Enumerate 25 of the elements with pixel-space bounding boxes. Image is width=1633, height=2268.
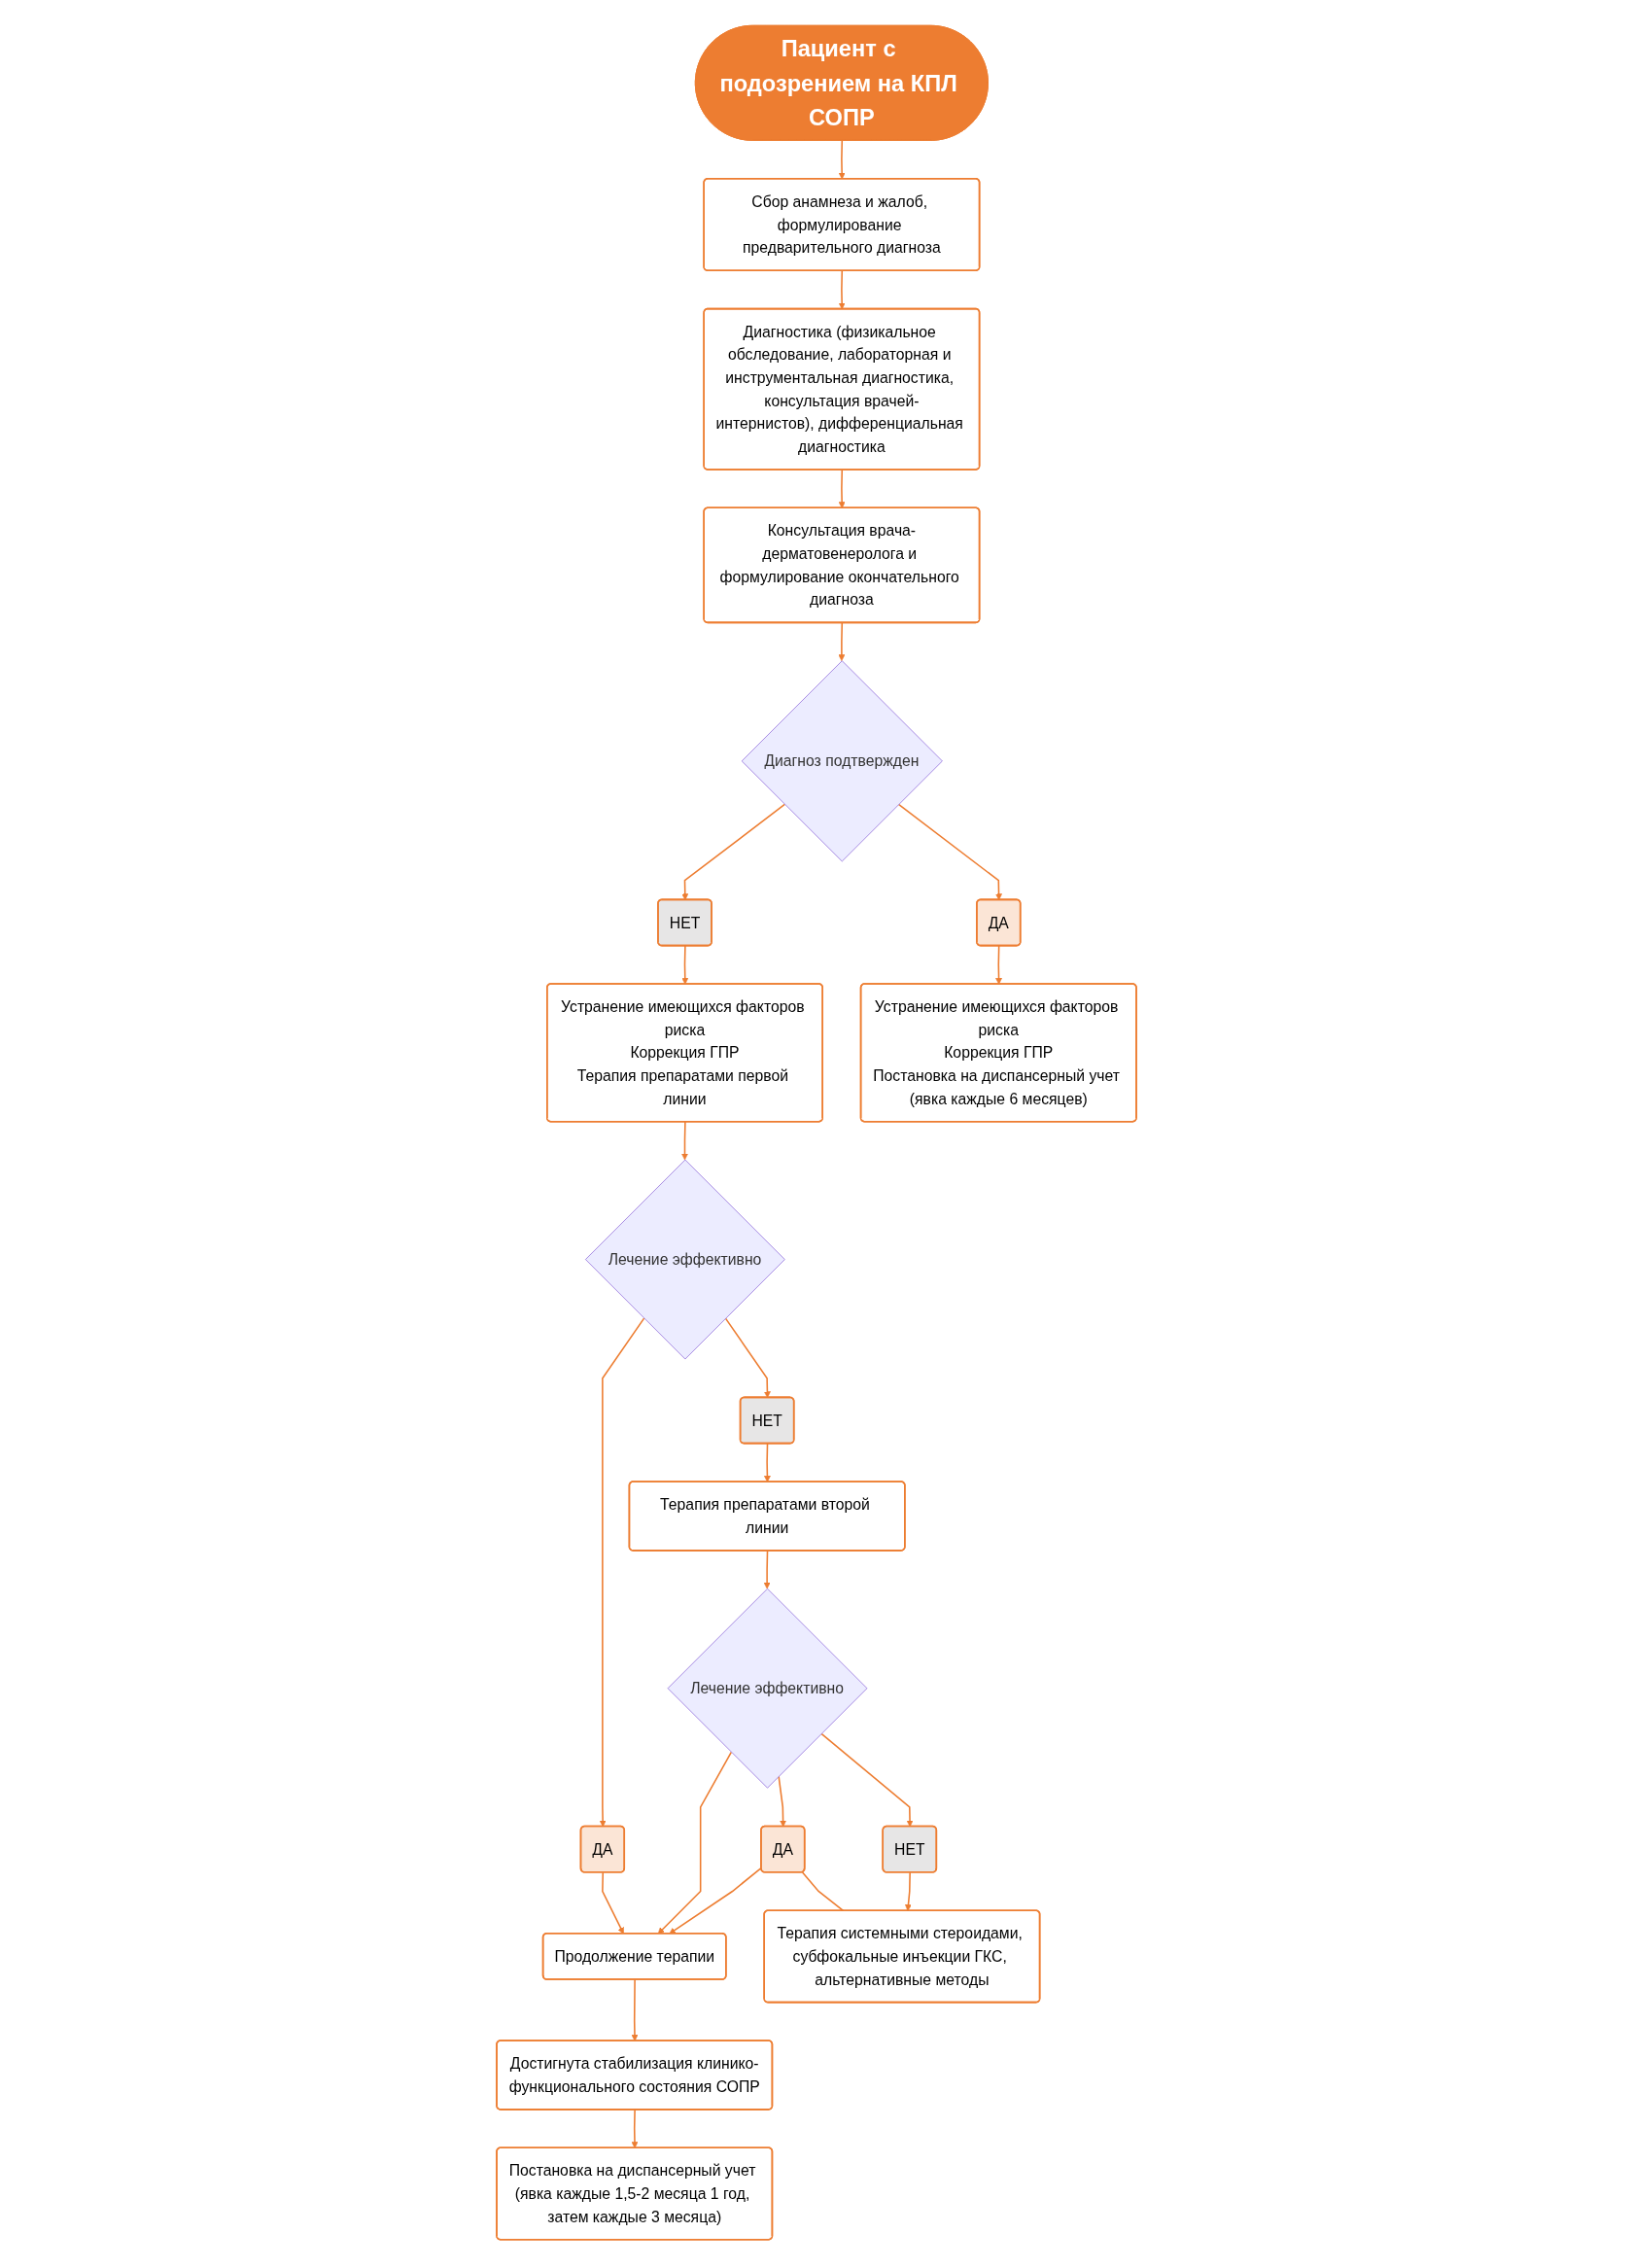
arrow: [681, 945, 689, 985]
arrow: [599, 1317, 645, 1828]
arrow: [778, 1775, 787, 1828]
arrow: [602, 1871, 624, 1935]
arrow: [724, 1317, 771, 1399]
arrow: [657, 1751, 733, 1935]
arrow: [838, 269, 846, 310]
arrow: [820, 1732, 914, 1828]
node-diamond: Лечение эффективно: [667, 1588, 868, 1789]
arrow: [631, 2109, 639, 2148]
arrow: [995, 945, 1002, 985]
arrow: [763, 1443, 771, 1483]
node-diamond: Лечение эффективно: [585, 1159, 785, 1360]
arrow: [631, 1978, 639, 2041]
arrow: [681, 803, 786, 901]
arrow: [838, 140, 846, 180]
connector: [801, 1871, 845, 1912]
arrow: [905, 1871, 912, 1911]
arrow: [838, 469, 846, 508]
arrow: [897, 803, 1002, 901]
arrow: [681, 1121, 688, 1161]
arrow: [669, 1867, 763, 1935]
arrow: [763, 1550, 771, 1589]
node-diamond: Диагноз подтвержден: [741, 660, 943, 862]
arrow: [838, 622, 846, 662]
